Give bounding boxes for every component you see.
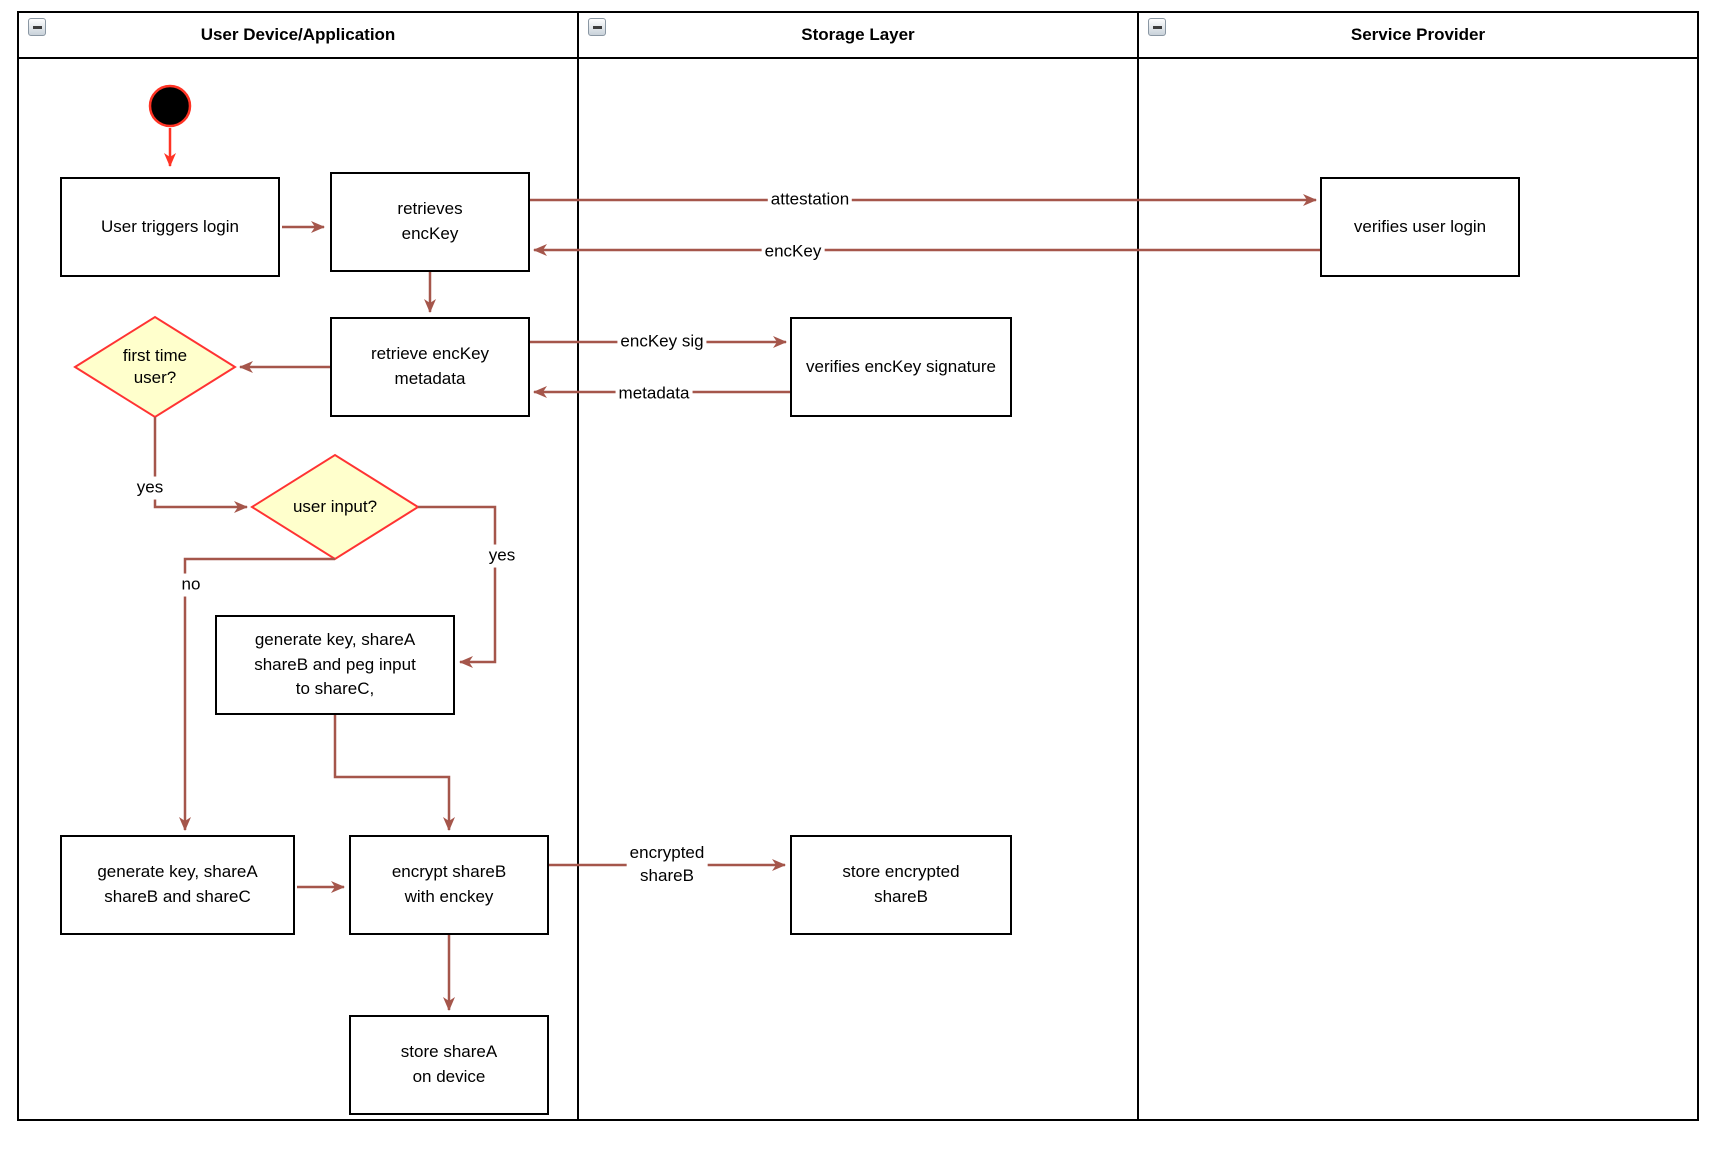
node-generate-key-peg-input[interactable]: generate key, shareA shareB and peg inpu… — [215, 615, 455, 715]
node-label: generate key, shareA shareB and shareC — [97, 862, 258, 906]
lane-header-user-device[interactable]: User Device/Application — [18, 12, 578, 58]
edge-label-enckey-sig: encKey sig — [617, 330, 707, 354]
node-label: verifies user login — [1353, 216, 1487, 236]
first-time-user-diamond[interactable] — [73, 315, 237, 419]
edge-label-metadata: metadata — [615, 382, 693, 406]
edge-userinput-yes — [418, 505, 497, 668]
node-label: store shareA on device — [400, 1042, 498, 1086]
start-state-node[interactable] — [148, 84, 192, 128]
node-verifies-enckey-signature[interactable]: verifies encKey signature — [790, 317, 1012, 417]
collapse-lane-button[interactable] — [588, 18, 606, 36]
node-label: store encrypted shareB — [842, 862, 960, 906]
edge-label-yes-user-input: yes — [485, 544, 519, 568]
node-user-triggers-login[interactable]: User triggers login — [60, 177, 280, 277]
collapse-lane-button[interactable] — [28, 18, 46, 36]
edge-label-encrypted-shareb: encrypted shareB — [626, 842, 708, 888]
lane-header-service-provider[interactable]: Service Provider — [1138, 12, 1698, 58]
lane-title: Service Provider — [1350, 25, 1486, 44]
node-label: retrieve encKey metadata — [370, 344, 490, 388]
node-generate-key-abc[interactable]: generate key, shareA shareB and shareC — [60, 835, 295, 935]
node-retrieve-enckey-metadata[interactable]: retrieve encKey metadata — [330, 317, 530, 417]
edge-label-enckey: encKey — [761, 240, 825, 264]
edge-userinput-no — [179, 557, 335, 831]
node-label: generate key, shareA shareB and peg inpu… — [254, 630, 416, 699]
node-retrieves-enckey[interactable]: retrieves encKey — [330, 172, 530, 272]
node-verifies-user-login[interactable]: verifies user login — [1320, 177, 1520, 277]
node-store-encrypted-shareb[interactable]: store encrypted shareB — [790, 835, 1012, 935]
user-input-diamond[interactable] — [250, 453, 420, 561]
minus-icon — [32, 25, 42, 29]
node-label: encrypt shareB with enckey — [391, 862, 507, 906]
edge-firsttime-yes — [153, 417, 248, 513]
lane-header-storage-layer[interactable]: Storage Layer — [578, 12, 1138, 58]
node-label: verifies encKey signature — [806, 356, 996, 376]
node-label: User triggers login — [101, 216, 239, 236]
edge-label-yes-first-time: yes — [133, 476, 167, 500]
node-label: retrieves encKey — [397, 199, 463, 243]
node-encrypt-shareb[interactable]: encrypt shareB with enckey — [349, 835, 549, 935]
node-store-sharea[interactable]: store shareA on device — [349, 1015, 549, 1115]
flow-edges — [153, 128, 1320, 1011]
swimlane-frame — [17, 11, 1699, 1121]
edge-label-no-user-input: no — [178, 573, 204, 597]
minus-icon — [1152, 25, 1162, 29]
lane-title: User Device/Application — [200, 25, 396, 44]
lane-title: Storage Layer — [801, 25, 915, 44]
collapse-lane-button[interactable] — [1148, 18, 1166, 36]
minus-icon — [592, 25, 602, 29]
edge-peg-to-encrypt — [333, 715, 455, 831]
edge-label-attestation: attestation — [767, 188, 853, 212]
